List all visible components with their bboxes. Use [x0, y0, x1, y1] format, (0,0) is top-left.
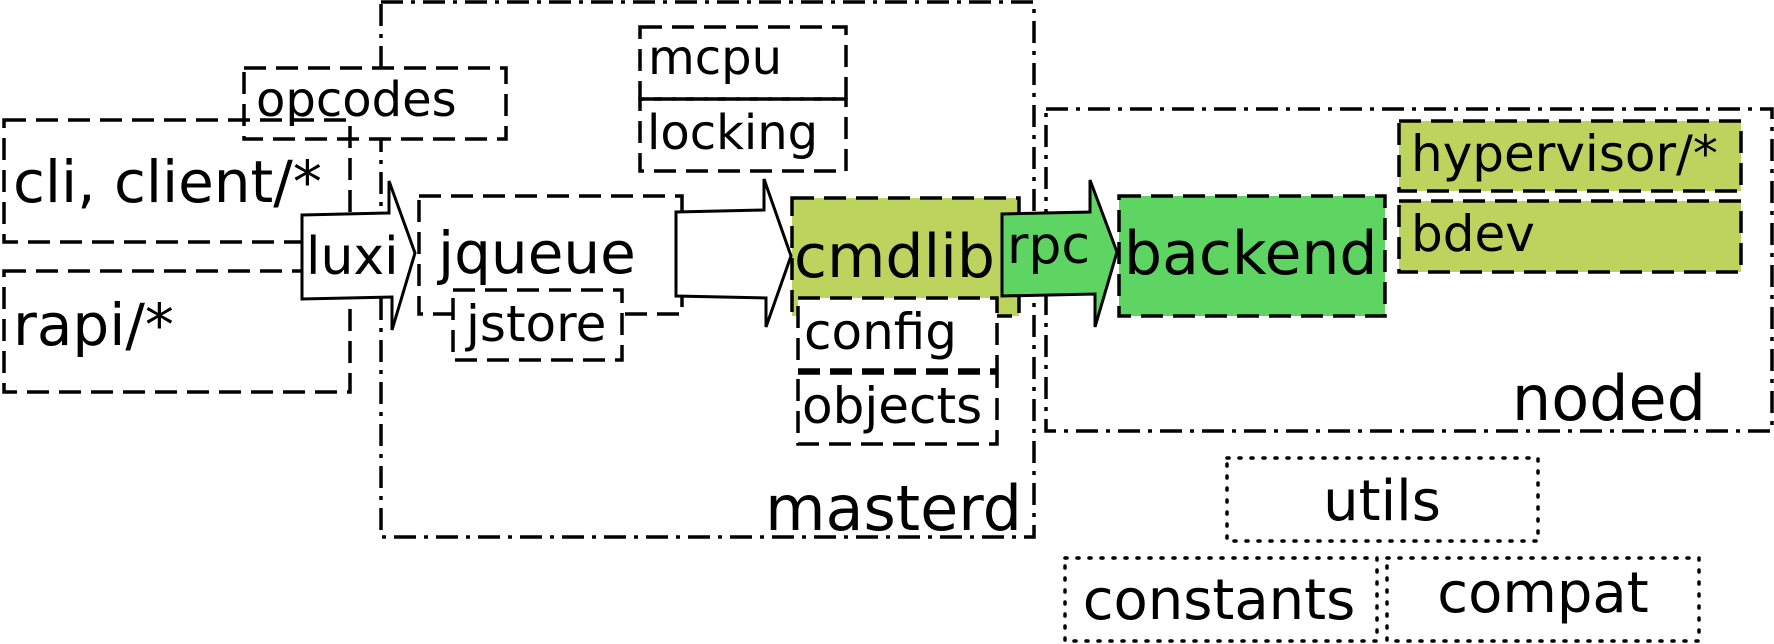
compat-label: compat [1437, 561, 1648, 626]
cli-client-module: cli, client/* [2, 118, 352, 244]
config-module: config [796, 296, 999, 372]
mcpu-label: mcpu [648, 30, 782, 86]
masterd-label: masterd [765, 472, 1022, 545]
constants-module: constants [1063, 556, 1379, 643]
noded-label: noded [1512, 362, 1706, 435]
locking-label: locking [647, 105, 818, 161]
rpc-arrow: rpc [1000, 179, 1119, 328]
locking-module: locking [638, 97, 848, 173]
opcodes-label: opcodes [256, 72, 457, 128]
luxi-label: luxi [306, 227, 399, 287]
objects-module: objects [796, 371, 999, 446]
compat-module: compat [1385, 556, 1701, 643]
utils-module: utils [1225, 456, 1540, 543]
cli-client-label: cli, client/* [13, 148, 322, 216]
cmdlib-label: cmdlib [794, 222, 995, 292]
bdev-module: bdev [1397, 199, 1743, 274]
opcodes-module: opcodes [242, 66, 508, 141]
objects-label: objects [802, 377, 982, 435]
backend-module: backend [1117, 194, 1387, 318]
backend-label: backend [1124, 219, 1377, 289]
constants-label: constants [1083, 568, 1356, 633]
jstore-module: jstore [451, 288, 624, 362]
rapi-label: rapi/* [13, 291, 174, 359]
config-label: config [804, 303, 957, 361]
bdev-label: bdev [1411, 205, 1535, 263]
mcpu-module: mcpu [638, 25, 848, 101]
rapi-module: rapi/* [2, 269, 352, 394]
luxi-arrow: luxi [300, 180, 417, 331]
hypervisor-module: hypervisor/* [1397, 119, 1743, 193]
jqueue-cmdlib-arrow [674, 178, 793, 328]
utils-label: utils [1323, 469, 1441, 534]
hypervisor-label: hypervisor/* [1411, 125, 1718, 183]
masterd-container: masterd [379, 0, 1036, 545]
jstore-label: jstore [465, 295, 606, 353]
rpc-label: rpc [1007, 216, 1090, 276]
jqueue-label: jqueue [436, 219, 636, 287]
